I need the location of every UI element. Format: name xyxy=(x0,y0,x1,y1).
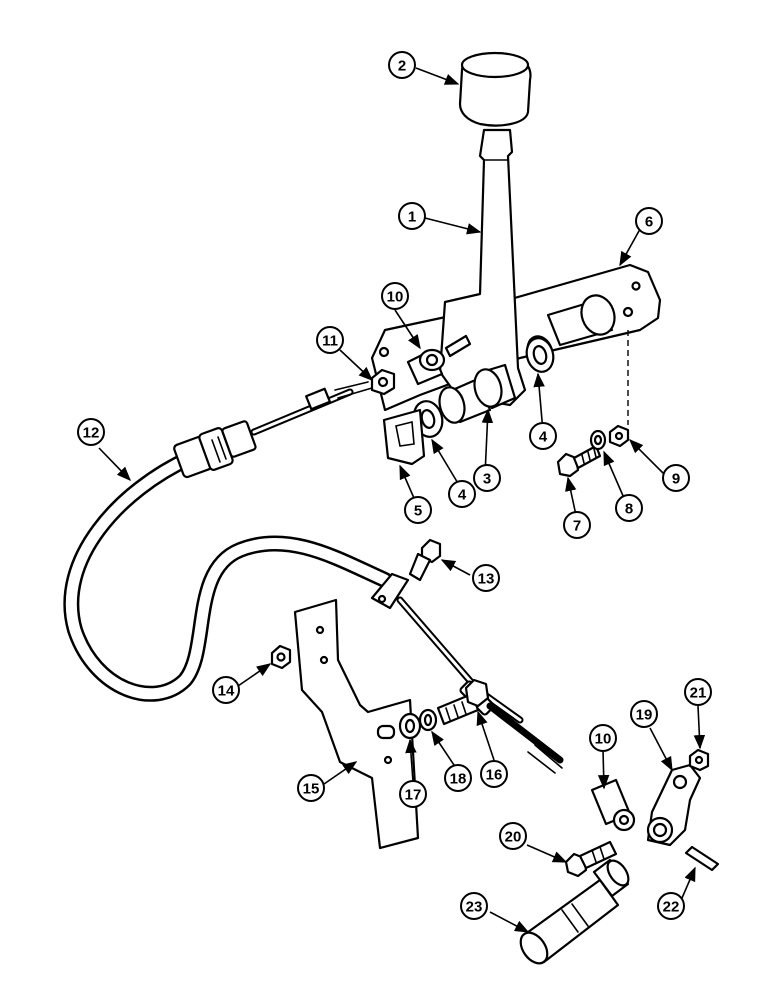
svg-text:3: 3 xyxy=(483,471,491,488)
svg-text:2: 2 xyxy=(398,58,406,75)
svg-text:10: 10 xyxy=(387,289,404,306)
lever-knob xyxy=(458,51,532,127)
svg-text:16: 16 xyxy=(486,767,503,784)
bush xyxy=(438,363,517,424)
callout-3: 3 xyxy=(473,464,501,492)
callout-6: 6 xyxy=(635,207,663,235)
retaining-plate xyxy=(382,408,426,466)
bolt-16 xyxy=(436,678,490,726)
callout-1: 1 xyxy=(398,202,426,230)
svg-text:7: 7 xyxy=(573,518,581,535)
callout-18: 18 xyxy=(444,764,472,792)
svg-text:15: 15 xyxy=(303,781,320,798)
callout-5: 5 xyxy=(404,496,432,524)
callout-7: 7 xyxy=(563,511,591,539)
bolt-20 xyxy=(564,840,618,878)
bracket-15 xyxy=(293,598,420,850)
control-cable-upper xyxy=(63,381,393,702)
callout-19: 19 xyxy=(630,700,658,728)
callout-4b: 4 xyxy=(529,422,557,450)
svg-text:12: 12 xyxy=(83,425,100,442)
callout-8: 8 xyxy=(615,494,643,522)
washer-18 xyxy=(418,708,438,732)
nut-9 xyxy=(608,424,630,448)
svg-text:20: 20 xyxy=(505,829,522,846)
callout-4a: 4 xyxy=(448,480,476,508)
svg-text:8: 8 xyxy=(625,501,633,518)
callout-23: 23 xyxy=(460,892,488,920)
callout-20: 20 xyxy=(499,822,527,850)
washer-8 xyxy=(589,429,607,451)
callout-17: 17 xyxy=(399,780,427,808)
ball-joint-lower xyxy=(590,778,636,832)
callout-14: 14 xyxy=(212,676,240,704)
svg-text:5: 5 xyxy=(414,503,422,520)
svg-text:21: 21 xyxy=(690,685,707,702)
callout-10b: 10 xyxy=(589,724,617,752)
svg-text:17: 17 xyxy=(405,787,422,804)
callout-22: 22 xyxy=(657,892,685,920)
svg-text:4: 4 xyxy=(458,487,467,504)
pin-22 xyxy=(684,845,720,872)
svg-text:14: 14 xyxy=(218,683,235,700)
nut-21 xyxy=(688,748,710,772)
svg-text:11: 11 xyxy=(322,333,338,350)
leader-lines xyxy=(98,67,706,933)
gear-lever xyxy=(438,128,527,407)
callout-12: 12 xyxy=(77,418,105,446)
lever-19 xyxy=(646,763,702,847)
callout-16: 16 xyxy=(480,760,508,788)
washer-17 xyxy=(398,712,422,740)
svg-text:23: 23 xyxy=(466,899,483,916)
svg-text:4: 4 xyxy=(539,429,548,446)
bolt-7 xyxy=(556,444,602,478)
callout-15: 15 xyxy=(297,774,325,802)
svg-text:10: 10 xyxy=(595,731,612,748)
nut-11 xyxy=(370,368,396,396)
svg-text:19: 19 xyxy=(636,707,653,724)
callout-13: 13 xyxy=(472,564,500,592)
cable-adjuster xyxy=(173,420,257,479)
svg-text:18: 18 xyxy=(450,771,467,788)
callout-21: 21 xyxy=(684,678,712,706)
svg-text:13: 13 xyxy=(478,571,495,588)
svg-text:6: 6 xyxy=(645,214,653,231)
shaft-23 xyxy=(519,858,630,965)
bolt-13 xyxy=(408,538,442,582)
ball-joint-upper xyxy=(406,334,472,386)
svg-text:1: 1 xyxy=(408,209,416,226)
callout-2: 2 xyxy=(388,51,416,79)
svg-text:22: 22 xyxy=(663,899,680,916)
callout-9: 9 xyxy=(662,464,690,492)
nut-14 xyxy=(270,644,292,670)
svg-text:9: 9 xyxy=(672,471,680,488)
callout-10a: 10 xyxy=(381,282,409,310)
callout-11: 11 xyxy=(316,326,344,354)
